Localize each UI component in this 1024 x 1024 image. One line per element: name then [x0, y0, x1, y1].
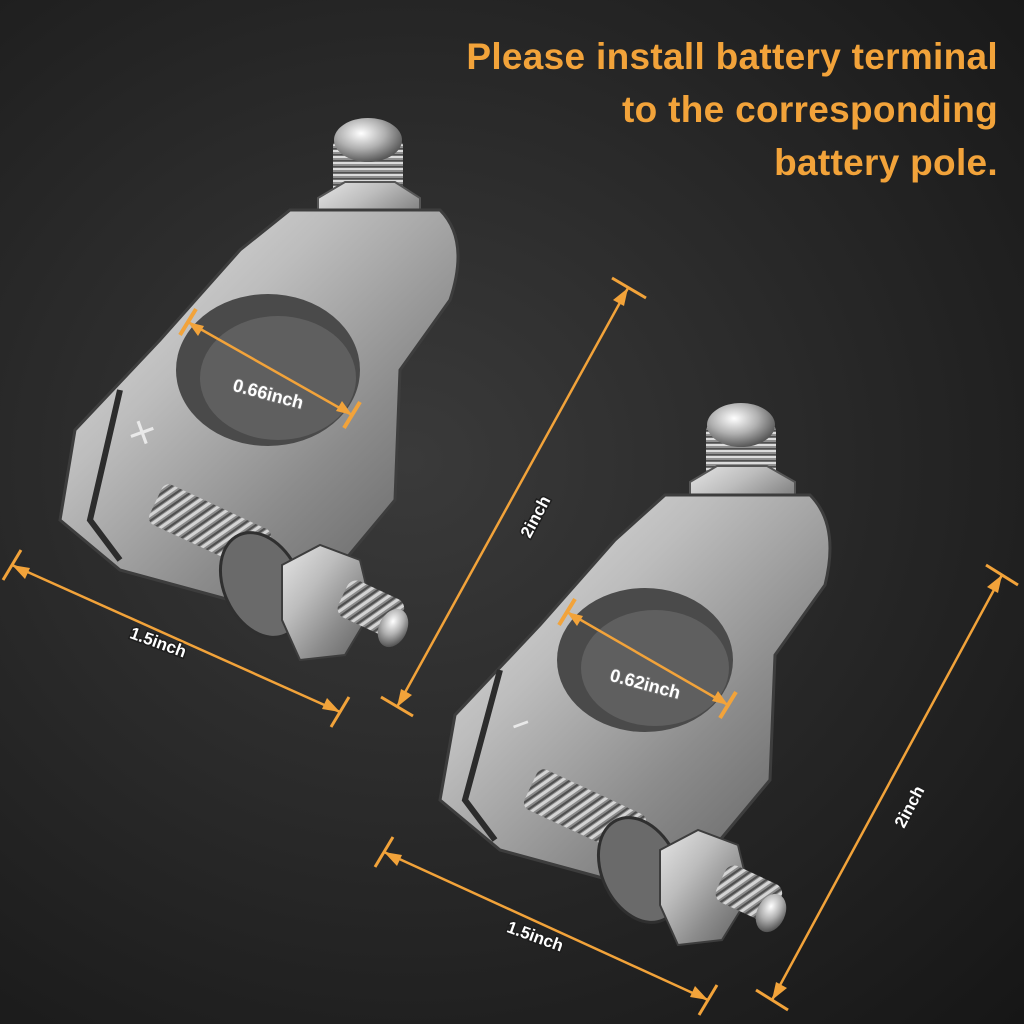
- negative-terminal: –: [438, 403, 832, 947]
- negative-height-label: 2inch: [891, 783, 929, 831]
- positive-top-stud-cap: [334, 118, 402, 162]
- headline-line-1: Please install battery terminal: [466, 36, 998, 77]
- positive-height-label: 2inch: [517, 493, 555, 541]
- negative-width-label: 1.5inch: [504, 918, 566, 956]
- dimension-annotations: [1, 276, 1019, 1016]
- negative-side-nut: [659, 828, 752, 947]
- negative-top-stud-cap: [707, 403, 775, 447]
- negative-diameter-dimension: [557, 597, 738, 720]
- headline-line-2: to the corresponding: [622, 89, 998, 130]
- headline-line-3: battery pole.: [774, 142, 998, 183]
- negative-height-dimension: [755, 563, 1019, 1012]
- positive-width-dimension: [1, 549, 351, 728]
- negative-clamp-split: [461, 669, 503, 842]
- positive-diameter-dimension: [178, 307, 362, 430]
- positive-terminal: +: [58, 118, 460, 662]
- negative-width-dimension: [373, 836, 719, 1016]
- positive-side-nut: [281, 543, 374, 662]
- positive-height-dimension: [380, 276, 647, 718]
- instruction-headline: Please install battery terminal to the c…: [358, 30, 998, 189]
- positive-clamp-split: [86, 389, 123, 562]
